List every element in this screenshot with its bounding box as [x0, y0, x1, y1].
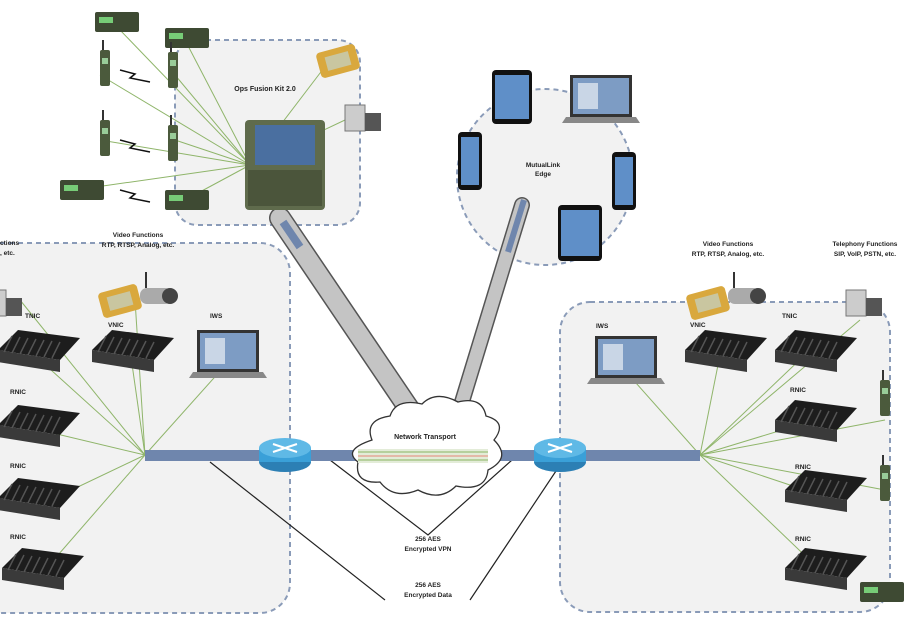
right-tel-sub: SIP, VoIP, PSTN, etc.	[834, 251, 896, 258]
device-link	[74, 164, 251, 191]
ops-handheld-radio-2[interactable]	[168, 42, 178, 88]
encryption-lines	[209, 459, 563, 601]
right-video-camera[interactable]	[728, 272, 766, 304]
wireless-signal-icon	[119, 139, 151, 153]
edge-phone-1[interactable]	[458, 132, 482, 190]
devices	[0, 12, 904, 602]
left-rnic-device-1[interactable]	[0, 405, 80, 447]
right-manpack-radio[interactable]	[860, 582, 904, 602]
edge-title-line1: MutualLink	[526, 162, 561, 169]
right-iws-label: IWS	[596, 323, 609, 330]
device-link	[119, 29, 251, 166]
wireless-signal-icon	[119, 69, 151, 83]
ops-handheld-radio-4[interactable]	[168, 115, 178, 161]
left-vnic-label: VNIC	[108, 322, 124, 329]
device-link	[39, 359, 146, 456]
left-video-tablet[interactable]	[97, 283, 142, 318]
left-vnic-device[interactable]	[92, 330, 174, 372]
edge-laptop[interactable]	[562, 75, 640, 123]
ops-fusion-kit-case[interactable]	[245, 120, 325, 210]
data-label-2: Encrypted Data	[404, 592, 452, 599]
left-telephone[interactable]	[0, 289, 22, 317]
right-video-title: Video Functions	[703, 241, 754, 248]
left-rnic-label-2: RNIC	[10, 463, 26, 470]
right-rnic-device-2[interactable]	[785, 470, 867, 512]
edge-tablet-2[interactable]	[558, 205, 602, 261]
ops-handheld-radio-1[interactable]	[100, 40, 110, 86]
ops-telephone[interactable]	[344, 104, 381, 132]
left-router[interactable]	[259, 438, 311, 472]
right-rnic-device-3[interactable]	[785, 548, 867, 590]
device-link	[699, 354, 721, 456]
left-rnic-device-2[interactable]	[0, 478, 80, 520]
left-iws-label: IWS	[210, 313, 223, 320]
device-link	[174, 74, 251, 166]
right-handheld-radio-2[interactable]	[880, 455, 890, 501]
right-rnic-label-3: RNIC	[795, 536, 811, 543]
device-link	[699, 454, 821, 571]
ops-manpack-radio-3[interactable]	[60, 180, 104, 200]
device-link	[174, 139, 251, 166]
right-rnic-label-2: RNIC	[795, 464, 811, 471]
edge-title-line2: Edge	[535, 171, 551, 178]
right-rnic-device-1[interactable]	[775, 400, 857, 442]
device-link	[44, 454, 146, 571]
right-video-sub: RTP, RTSP, Analog, etc.	[692, 251, 765, 258]
left-video-camera[interactable]	[140, 272, 178, 304]
device-link	[19, 299, 146, 456]
left-iws-laptop[interactable]	[189, 330, 267, 378]
ops-manpack-radio-4[interactable]	[165, 190, 209, 210]
left-tnic-label: TNIC	[25, 313, 40, 320]
right-telephone[interactable]	[845, 289, 882, 317]
left-video-sub: RTP, RTSP, Analog, etc.	[102, 242, 175, 249]
right-iws-laptop[interactable]	[587, 336, 665, 384]
left-partial-label-2: , etc.	[0, 250, 15, 257]
ops-yellow-tablet[interactable]	[315, 43, 360, 78]
right-tnic-device[interactable]	[775, 330, 857, 372]
right-router[interactable]	[534, 438, 586, 472]
data-label-1: 256 AES	[415, 582, 441, 589]
right-video-tablet[interactable]	[685, 285, 730, 320]
device-link	[699, 349, 811, 456]
left-video-title: Video Functions	[113, 232, 164, 239]
network-transport-cloud: Network Transport	[351, 395, 503, 496]
right-tel-title: Telephony Functions	[833, 241, 898, 248]
edge-phone-2[interactable]	[612, 152, 636, 210]
left-partial-label-1: ctions	[0, 240, 20, 247]
vpn-label-2: Encrypted VPN	[405, 546, 452, 553]
device-link	[134, 299, 146, 456]
ops-manpack-radio-2[interactable]	[165, 28, 209, 48]
edge-tablet-1[interactable]	[492, 70, 532, 124]
wireless-signal-icon	[119, 189, 151, 203]
left-rnic-device-3[interactable]	[2, 548, 84, 590]
left-rnic-label-3: RNIC	[10, 534, 26, 541]
ops-kit-title: Ops Fusion Kit 2.0	[234, 86, 296, 93]
device-link	[99, 74, 251, 166]
left-rnic-label-1: RNIC	[10, 389, 26, 396]
ops-handheld-radio-3[interactable]	[100, 110, 110, 156]
vpn-label-1: 256 AES	[415, 536, 441, 543]
right-rnic-label-1: RNIC	[790, 387, 806, 394]
right-handheld-radio-1[interactable]	[880, 370, 890, 416]
device-link	[184, 39, 251, 166]
right-vnic-label: VNIC	[690, 322, 706, 329]
right-vnic-device[interactable]	[685, 330, 767, 372]
cloud-label: Network Transport	[394, 434, 457, 441]
right-tnic-label: TNIC	[782, 313, 797, 320]
left-tnic-device[interactable]	[0, 330, 80, 372]
device-link	[699, 419, 886, 456]
ops-manpack-radio-1[interactable]	[95, 12, 139, 32]
